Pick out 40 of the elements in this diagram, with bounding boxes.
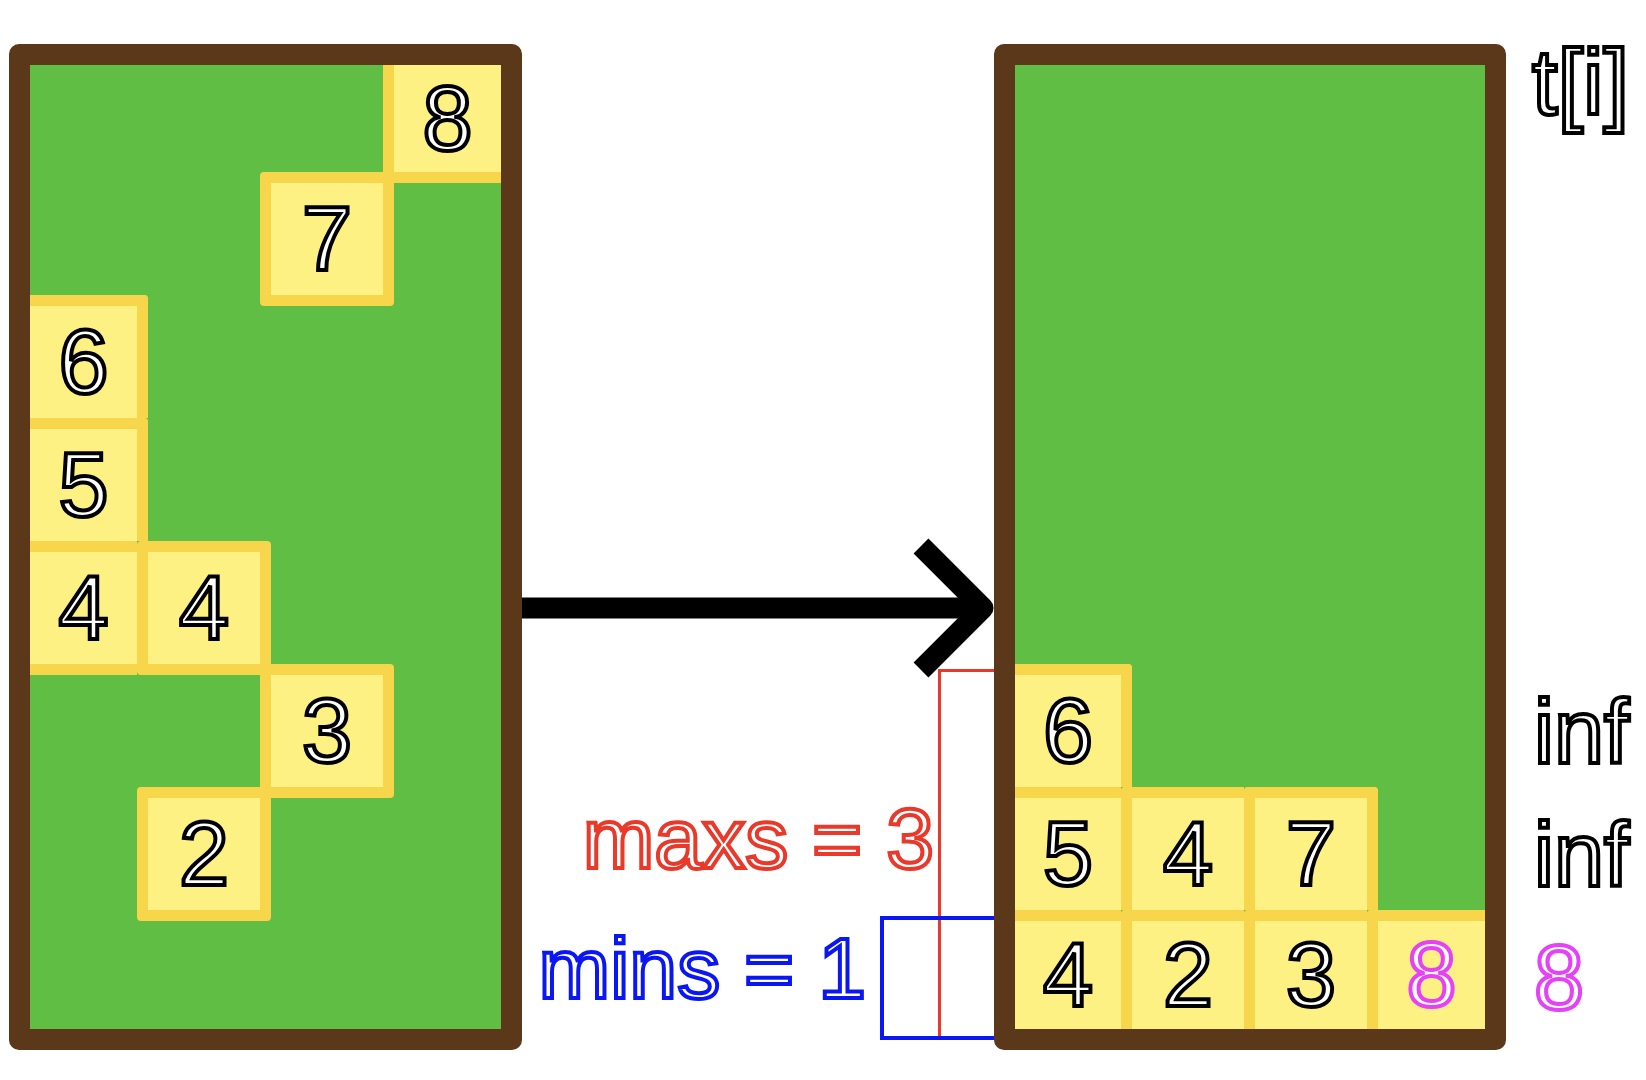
row-label: inf bbox=[1534, 805, 1630, 906]
tile-number: 8 bbox=[422, 73, 473, 164]
row-label: inf bbox=[1534, 682, 1630, 783]
tile-number: 2 bbox=[1162, 930, 1214, 1020]
number-tile bbox=[137, 541, 271, 675]
tile-number: 5 bbox=[58, 440, 109, 530]
number-tile bbox=[30, 295, 148, 418]
number-tile bbox=[30, 418, 148, 541]
number-tile bbox=[260, 664, 394, 798]
tile-number: 2 bbox=[178, 809, 230, 899]
column-heading: t[i] bbox=[1532, 31, 1630, 134]
tile-number: 8 bbox=[1406, 930, 1457, 1020]
board bbox=[994, 44, 1506, 1050]
number-tile bbox=[1015, 787, 1121, 910]
number-tile bbox=[383, 65, 501, 183]
number-tile bbox=[1015, 910, 1121, 1029]
tile-number: 3 bbox=[1285, 930, 1337, 1020]
number-tile bbox=[1121, 787, 1244, 910]
tile-number: 4 bbox=[178, 563, 230, 653]
tile-number: 4 bbox=[1042, 930, 1094, 1020]
variable-label: mins = 1 bbox=[538, 920, 866, 1017]
number-tile bbox=[1367, 910, 1485, 1029]
tile-number: 3 bbox=[301, 686, 353, 776]
row-label: 8 bbox=[1534, 928, 1585, 1029]
tile-number: 4 bbox=[1162, 809, 1214, 899]
variable-label: maxs = 3 bbox=[582, 790, 934, 887]
board bbox=[9, 44, 522, 1050]
tile-number: 7 bbox=[301, 194, 353, 284]
number-tile bbox=[260, 172, 394, 306]
number-tile bbox=[30, 541, 137, 675]
number-tile bbox=[137, 787, 271, 921]
number-tile bbox=[1244, 910, 1367, 1029]
tile-number: 7 bbox=[1285, 809, 1337, 899]
tile-number: 6 bbox=[58, 317, 109, 407]
number-tile bbox=[1015, 664, 1132, 787]
number-tile bbox=[1244, 787, 1378, 910]
tile-number: 5 bbox=[1042, 809, 1094, 899]
number-tile bbox=[1121, 910, 1244, 1029]
tile-number: 4 bbox=[58, 563, 109, 653]
tile-number: 6 bbox=[1042, 686, 1094, 776]
